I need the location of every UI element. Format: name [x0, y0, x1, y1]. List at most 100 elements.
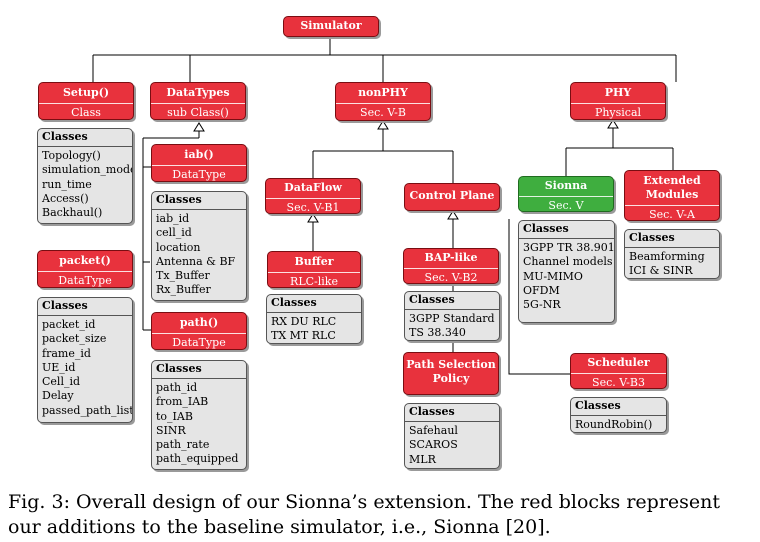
datatypes-block: DataTypes sub Class() — [150, 82, 246, 120]
setup-sub: Class — [39, 103, 133, 119]
class-item: MU-MIMO — [523, 269, 583, 283]
dataflow-block: DataFlow Sec. V-B1 — [265, 178, 361, 214]
scheduler-sub: Sec. V-B3 — [571, 373, 666, 388]
pathselection-classes-header: Classes — [405, 404, 499, 422]
nonphy-block: nonPHY Sec. V-B — [335, 82, 431, 121]
controlplane-title: Control Plane — [409, 189, 495, 202]
setup-classes: Classes Topology() simulation_mode run_t… — [37, 128, 133, 224]
class-item: Antenna & BF — [156, 254, 236, 268]
simulator-connector — [92, 37, 677, 82]
inherit-arrow-phy — [607, 119, 619, 129]
class-item: to_IAB — [156, 409, 193, 423]
packet-classes-header: Classes — [38, 298, 132, 316]
phy-title: PHY — [604, 86, 632, 99]
class-item: path_equipped — [156, 452, 239, 466]
controlplane-block: Control Plane — [404, 183, 500, 211]
setup-title: Setup() — [62, 86, 110, 99]
pathselection-classes: Classes Safehaul SCAROS MLR — [404, 403, 500, 469]
class-item: 3GPP TR 38.901 — [523, 241, 615, 254]
class-item: Cell_id — [42, 375, 81, 389]
phy-connector — [565, 128, 674, 176]
class-item: RX DU RLC — [271, 315, 337, 328]
class-item: run_time — [42, 177, 92, 191]
class-item: TS 38.340 — [409, 326, 466, 340]
buffer-sub: RLC-like — [268, 272, 360, 287]
packet-block: packet() DataType — [37, 250, 133, 288]
class-item: packet_size — [42, 332, 107, 346]
buffer-block: Buffer RLC-like — [267, 251, 361, 288]
class-item: path_rate — [156, 438, 210, 452]
scheduler-classes: Classes RoundRobin() — [570, 397, 667, 433]
sionna-block: Sionna Sec. V — [518, 176, 614, 212]
buffer-classes-header: Classes — [267, 295, 361, 313]
path-block: path() DataType — [151, 312, 247, 350]
packet-title: packet() — [59, 254, 111, 267]
sionna-classes: Classes 3GPP TR 38.901 Channel models MU… — [518, 220, 615, 323]
class-item: from_IAB — [156, 395, 209, 409]
dataflow-title: DataFlow — [284, 181, 342, 194]
phy-sub: Physical — [571, 103, 665, 119]
inherit-arrow-dataflow — [307, 213, 319, 223]
extended-title: Extended Modules — [643, 174, 701, 201]
datatypes-sub: sub Class() — [151, 103, 245, 119]
class-item: frame_id — [42, 346, 91, 360]
extended-block: Extended Modules Sec. V-A — [624, 170, 720, 221]
sionna-classes-header: Classes — [519, 221, 614, 239]
class-item: ICI & SINR — [629, 264, 693, 278]
datatypes-title: DataTypes — [166, 86, 230, 99]
simulator-title: Simulator — [300, 19, 362, 32]
path-classes: Classes path_id from_IAB to_IAB SINR pat… — [151, 360, 247, 470]
iab-classes-header: Classes — [152, 192, 246, 210]
class-item: SCAROS — [409, 438, 458, 452]
class-item: Safehaul — [409, 424, 458, 437]
iab-block: iab() DataType — [151, 144, 247, 182]
class-item: SINR — [156, 423, 186, 437]
extended-classes-header: Classes — [625, 230, 719, 248]
class-item: Channel models — [523, 255, 613, 269]
class-item: MLR — [409, 452, 436, 466]
nonphy-connector — [312, 129, 454, 183]
sionna-title: Sionna — [544, 179, 588, 192]
sionna-sub: Sec. V — [519, 196, 613, 211]
nonphy-sub: Sec. V-B — [336, 103, 430, 120]
pathselection-block: Path Selection Policy — [403, 352, 499, 395]
connector-lines — [92, 28, 677, 378]
class-item: 5G-NR — [523, 298, 561, 312]
iab-title: iab() — [184, 148, 214, 161]
path-classes-header: Classes — [152, 361, 246, 379]
dataflow-sub: Sec. V-B1 — [266, 198, 360, 213]
class-item: packet_id — [42, 318, 96, 331]
inherit-arrow-controlplane — [447, 210, 459, 220]
class-item: Delay — [42, 389, 74, 403]
class-item: 3GPP Standard — [409, 312, 495, 325]
path-sub: DataType — [152, 333, 246, 349]
class-item: Beamforming — [629, 250, 705, 263]
class-item: passed_path_list — [42, 403, 133, 417]
pathselection-title: Path Selection Policy — [406, 358, 496, 385]
class-item: path_id — [156, 381, 198, 394]
class-item: Rx_Buffer — [156, 283, 211, 297]
inherit-arrow-nonphy — [377, 120, 389, 130]
baplike-block: BAP-like Sec. V-B2 — [403, 248, 499, 284]
baplike-classes: Classes 3GPP Standard TS 38.340 — [404, 291, 500, 341]
scheduler-title: Scheduler — [587, 356, 650, 369]
class-item: iab_id — [156, 212, 190, 225]
scheduler-block: Scheduler Sec. V-B3 — [570, 353, 667, 389]
inherit-arrow-datatypes — [193, 122, 205, 132]
extended-classes: Classes Beamforming ICI & SINR — [624, 229, 720, 279]
buffer-classes: Classes RX DU RLC TX MT RLC — [266, 294, 362, 344]
datatypes-connector — [142, 131, 200, 331]
class-item: location — [156, 240, 201, 254]
iab-sub: DataType — [152, 165, 246, 181]
iab-classes: Classes iab_id cell_id location Antenna … — [151, 191, 247, 301]
path-title: path() — [179, 316, 219, 329]
simulator-block: Simulator — [283, 16, 379, 37]
phy-block: PHY Physical — [570, 82, 666, 120]
figure-caption: Fig. 3: Overall design of our Sionna’s e… — [8, 491, 721, 538]
baplike-classes-header: Classes — [405, 292, 499, 310]
buffer-title: Buffer — [294, 255, 334, 268]
architecture-diagram: Simulator Setup() Class Classes Topology… — [37, 16, 720, 470]
class-item: cell_id — [156, 226, 192, 240]
extended-sub: Sec. V-A — [625, 205, 719, 220]
class-item: OFDM — [523, 283, 560, 297]
